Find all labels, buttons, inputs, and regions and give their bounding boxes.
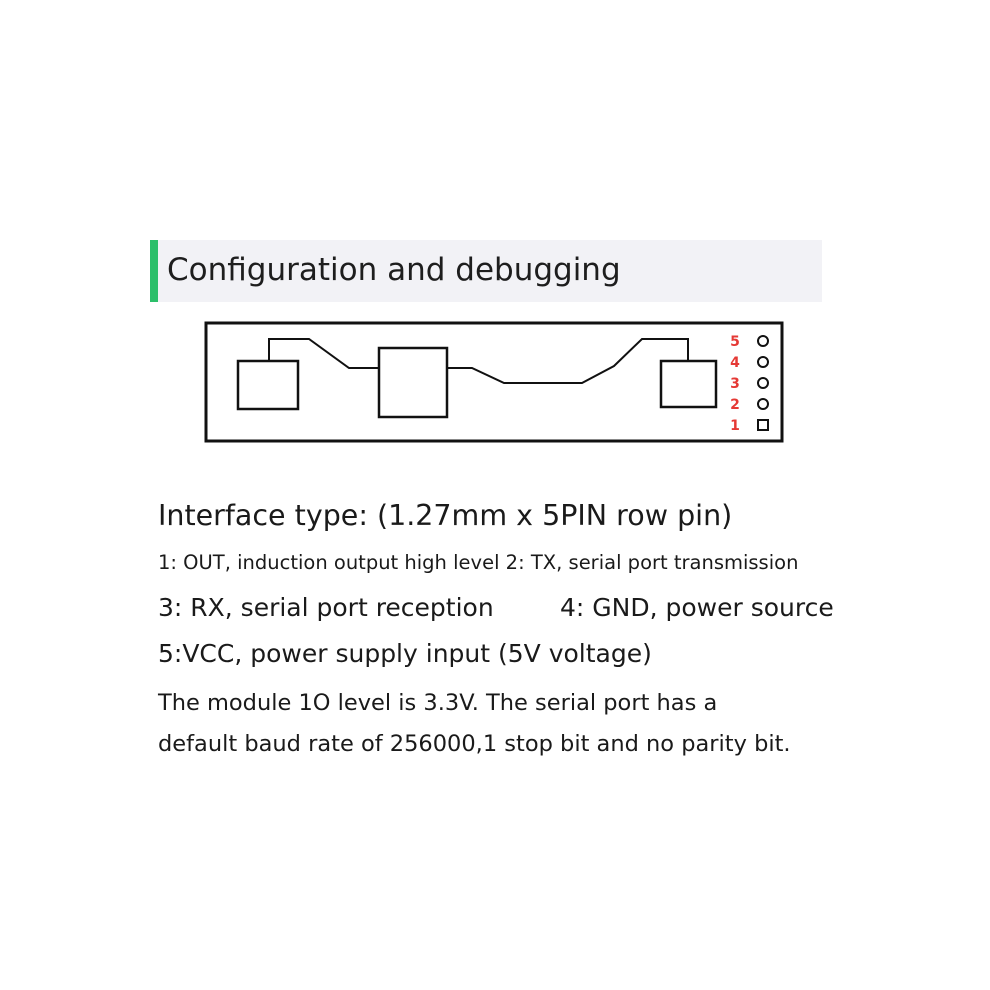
- center-chip: [377, 346, 449, 419]
- pin-1-square: [757, 419, 769, 431]
- note-line-2: default baud rate of 256000,1 stop bit a…: [158, 731, 791, 757]
- pin-label-1: 1: [730, 418, 740, 434]
- accent-bar: [150, 240, 158, 302]
- pin-3-circle: [757, 377, 769, 389]
- pin-5-description: 5:VCC, power supply input (5V voltage): [158, 639, 652, 668]
- pin-2-circle: [757, 398, 769, 410]
- section-header: Configuration and debugging: [150, 240, 822, 302]
- section-title: Configuration and debugging: [167, 252, 621, 288]
- interface-type-line: Interface type: (1.27mm x 5PIN row pin): [158, 499, 733, 532]
- pin-label-4: 4: [730, 355, 740, 371]
- module-outline-diagram: 5 4 3 2 1: [204, 321, 784, 443]
- left-component: [236, 359, 300, 411]
- pin-1-2-description: 1: OUT, induction output high level 2: T…: [158, 551, 799, 574]
- right-component: [659, 359, 718, 409]
- pin-label-5: 5: [730, 334, 740, 350]
- signal-trace: [268, 338, 689, 384]
- pin-3-description: 3: RX, serial port reception: [158, 593, 494, 622]
- pin-4-circle: [757, 356, 769, 368]
- note-line-1: The module 1O level is 3.3V. The serial …: [158, 690, 718, 716]
- pin-label-3: 3: [730, 376, 740, 392]
- pin-label-2: 2: [730, 397, 740, 413]
- pin-5-circle: [757, 335, 769, 347]
- pin-4-description: 4: GND, power source: [560, 593, 834, 622]
